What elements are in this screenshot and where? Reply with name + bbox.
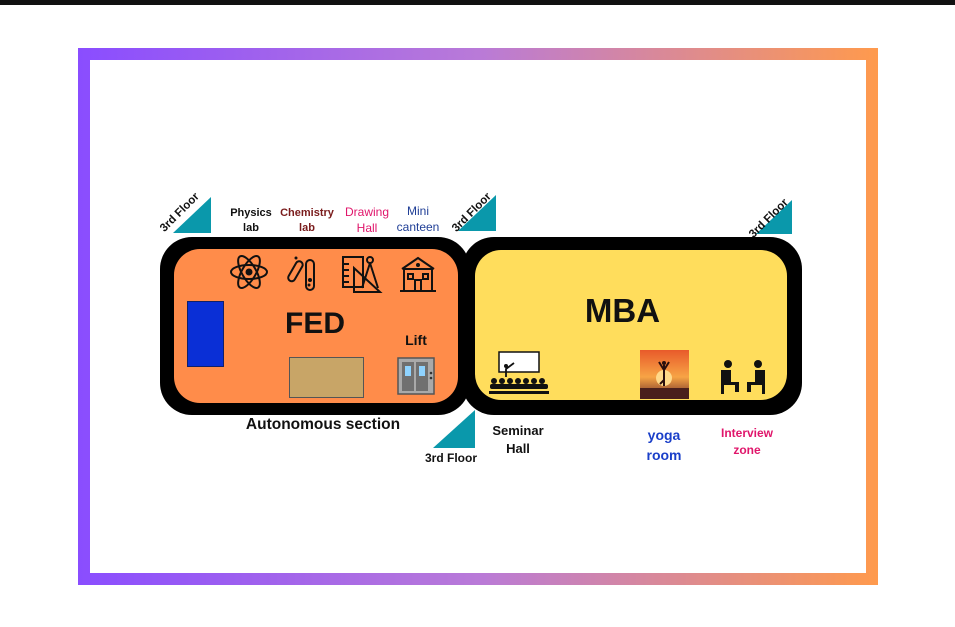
label-line: zone	[733, 443, 761, 457]
top-bar	[0, 0, 955, 5]
test-tubes-icon	[287, 256, 315, 291]
blue-panel	[187, 301, 224, 367]
label-line: yoga	[647, 427, 681, 443]
label-line: Mini	[406, 204, 429, 218]
chemistry-lab-label: Chemistry lab	[276, 206, 338, 236]
teal-triangle-icon	[756, 200, 792, 234]
elevator-icon	[397, 357, 435, 395]
teal-triangle-icon	[433, 410, 475, 448]
label-line: Physics	[230, 207, 272, 219]
mba-title: MBA	[584, 292, 661, 329]
label-line: room	[646, 447, 682, 463]
seminar-hall-label: Seminar Hall	[484, 422, 552, 458]
teal-triangle-icon	[458, 195, 496, 231]
label-line: lab	[299, 222, 315, 234]
interview-people-icon	[721, 360, 765, 394]
label-line: Hall	[356, 221, 378, 235]
mba-block	[475, 250, 787, 400]
drawing-hall-label: Drawing Hall	[338, 204, 396, 236]
label-line: Drawing	[344, 205, 389, 219]
yoga-room-label: yoga room	[634, 425, 694, 465]
fed-title: FED	[285, 307, 345, 340]
physics-lab-label: Physics lab	[228, 206, 274, 236]
label-line: Chemistry	[280, 207, 334, 219]
drafting-tools-icon	[342, 256, 383, 293]
yoga-photo	[640, 350, 689, 399]
atom-icon	[230, 255, 268, 289]
label-line: lab	[243, 222, 259, 234]
canteen-building-icon	[400, 256, 436, 292]
tan-panel	[289, 357, 364, 398]
label-line: Hall	[506, 441, 530, 456]
label-line: Seminar	[492, 423, 544, 438]
autonomous-section-label: Autonomous section	[245, 416, 401, 433]
floor-label: 3rd Floor	[425, 451, 478, 465]
label-line: canteen	[396, 220, 440, 234]
lift-label: Lift	[405, 332, 427, 348]
interview-zone-label: Interview zone	[710, 425, 784, 459]
label-line: Interview	[720, 426, 774, 440]
seminar-audience-icon	[489, 351, 549, 394]
mini-canteen-label: Mini canteen	[392, 203, 444, 235]
teal-triangle-icon	[173, 197, 211, 233]
